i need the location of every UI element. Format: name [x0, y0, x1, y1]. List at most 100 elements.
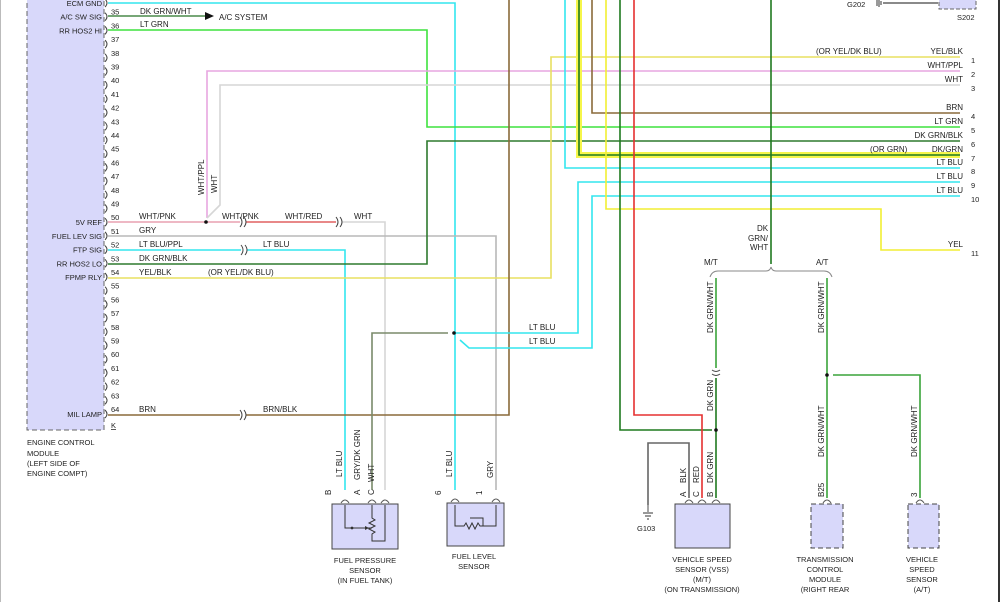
wire-at-vss[interactable] [833, 374, 921, 498]
pin-cap-icon [380, 499, 390, 504]
ecm-pin-number: 48 [111, 186, 119, 195]
pin-cap-icon [104, 231, 108, 241]
wire-pin64-b[interactable] [246, 0, 510, 416]
ecm-pin-number: 54 [111, 268, 119, 277]
at-label: A/T [816, 258, 829, 267]
vehicle-speed-sensor-at[interactable]: 3 VEHICLE SPEED SENSOR (A/T) [906, 492, 940, 594]
right-pin-alt-label: (OR GRN) [870, 145, 908, 154]
mt-label: M/T [704, 258, 718, 267]
fuel-level-sensor-box[interactable] [446, 502, 505, 547]
wire-label: DK GRN/WHT [817, 405, 826, 457]
component-name: SENSOR [906, 575, 938, 584]
ecm-pin-number: 45 [111, 145, 119, 154]
right-pin-number: 1 [971, 56, 975, 65]
right-pin-wire-label: LT BLU [937, 158, 964, 167]
wire-pin51[interactable] [108, 235, 497, 490]
ecm-pin-number: 59 [111, 337, 119, 346]
ac-system-label: A/C SYSTEM [219, 13, 268, 22]
tcm-box[interactable] [810, 503, 844, 549]
wire-label: BLK [679, 467, 688, 483]
vss-at-box[interactable] [907, 503, 940, 549]
ecm-module-box[interactable] [26, 0, 105, 431]
right-pin-number: 5 [971, 126, 975, 135]
wire-pin54[interactable] [108, 56, 960, 279]
pin-cap-icon [104, 204, 108, 213]
ecm-name-line: (LEFT SIDE OF [27, 459, 80, 468]
wire-pin11[interactable] [605, 0, 960, 251]
wire-pin36[interactable] [108, 29, 960, 128]
fuel-pressure-sensor[interactable]: B A C FUEL PRESSURE SENSOR (IN FUEL TANK… [324, 489, 399, 585]
ecm-pin-number: 35 [111, 8, 119, 17]
component-name: SENSOR [349, 566, 381, 575]
wire-pin52-b[interactable] [247, 249, 346, 490]
pin-cap-icon [104, 135, 108, 145]
right-pin-wire-label: LT BLU [937, 186, 964, 195]
wire-label: GRY [139, 226, 157, 235]
wire-pin7[interactable] [578, 0, 960, 156]
ground-g103: G103 [637, 505, 655, 533]
wire-wht[interactable] [206, 84, 960, 219]
component-name: (RIGHT REAR [801, 585, 850, 594]
pin-cap-icon [822, 499, 832, 504]
right-pin-wire-label: LT GRN [934, 117, 963, 126]
pin-cap-icon [104, 313, 108, 323]
wire-blk[interactable] [647, 442, 690, 505]
junction-dot [350, 526, 354, 530]
component-name: (IN FUEL TANK) [338, 576, 393, 585]
ecm-pin-number: 43 [111, 117, 119, 126]
ecm-connector-label: K [111, 421, 116, 430]
wire-red[interactable] [633, 0, 703, 498]
ecm-pin-label: FUEL LEV SIG [52, 232, 102, 241]
wire-pin9[interactable] [455, 181, 960, 334]
ecm-pin-number: 55 [111, 282, 119, 291]
right-pin-number: 8 [971, 167, 975, 176]
wire-pin7-highlight [576, 0, 960, 158]
wire-gry-dkgrn[interactable] [371, 332, 448, 490]
wire-brn-4[interactable] [591, 0, 960, 114]
ecm-pin-number: 46 [111, 158, 119, 167]
right-pin-number: 4 [971, 112, 975, 121]
right-pin-number: 7 [971, 154, 975, 163]
ecm-name: ENGINE CONTROL MODULE (LEFT SIDE OF ENGI… [27, 438, 95, 478]
wire-pin8[interactable] [564, 0, 960, 169]
wire-label: LT BLU [529, 337, 556, 346]
inline-connector-icon [240, 244, 248, 256]
transmission-control-module[interactable]: B25 TRANSMISSION CONTROL MODULE (RIGHT R… [796, 482, 853, 594]
wire-dkgrn-vss[interactable] [619, 0, 712, 431]
splice-s202-box[interactable] [938, 0, 977, 10]
pin-cap-icon [104, 286, 108, 296]
wire-labels: DK GRN/WHT A/C SYSTEM LT GRN WHT/PNK WHT… [139, 7, 919, 483]
wire-label: GRY [486, 460, 495, 478]
wire-pin50-wht[interactable] [342, 221, 386, 490]
right-pin-wire-label: DK/GRN [932, 145, 963, 154]
wire-pin10[interactable] [459, 195, 960, 349]
wire-wht-ppl[interactable] [206, 70, 960, 218]
splice-dot [714, 428, 718, 432]
ecm-pin-number: 44 [111, 131, 119, 140]
wire-label: LT GRN [140, 20, 169, 29]
wire-label: WHT [750, 243, 768, 252]
ecm-pin-label: 5V REF [76, 218, 103, 227]
wire-label: WHT/PNK [222, 212, 260, 221]
right-pin-wire-label: WHT/PPL [927, 61, 963, 70]
wire-label: BRN [139, 405, 156, 414]
fuel-level-sensor[interactable]: 6 1 FUEL LEVEL SENSOR [434, 490, 505, 571]
wire-pin53[interactable] [108, 140, 960, 265]
component-name: FUEL PRESSURE [334, 556, 396, 565]
pin-cap-icon [104, 245, 108, 254]
vehicle-speed-sensor-mt[interactable]: A C B VEHICLE SPEED SENSOR (VSS) (M/T) (… [664, 491, 740, 594]
wire-ecm-gnd[interactable] [108, 2, 456, 490]
pin-cap-icon [104, 368, 108, 378]
splice-dot [452, 331, 456, 335]
right-pin-number: 11 [971, 249, 979, 258]
pin-cap-icon [104, 300, 108, 309]
component-name: VEHICLE [906, 555, 938, 564]
vss-mt-box[interactable] [674, 503, 731, 549]
ecm-pin-number: 49 [111, 200, 119, 209]
wire-label: DK [757, 224, 769, 233]
ecm-pin-number: 61 [111, 364, 119, 373]
wire-label: WHT/RED [285, 212, 323, 221]
wire-label: LT BLU [263, 240, 290, 249]
ecm-pin-label: ECM GND [67, 0, 103, 8]
